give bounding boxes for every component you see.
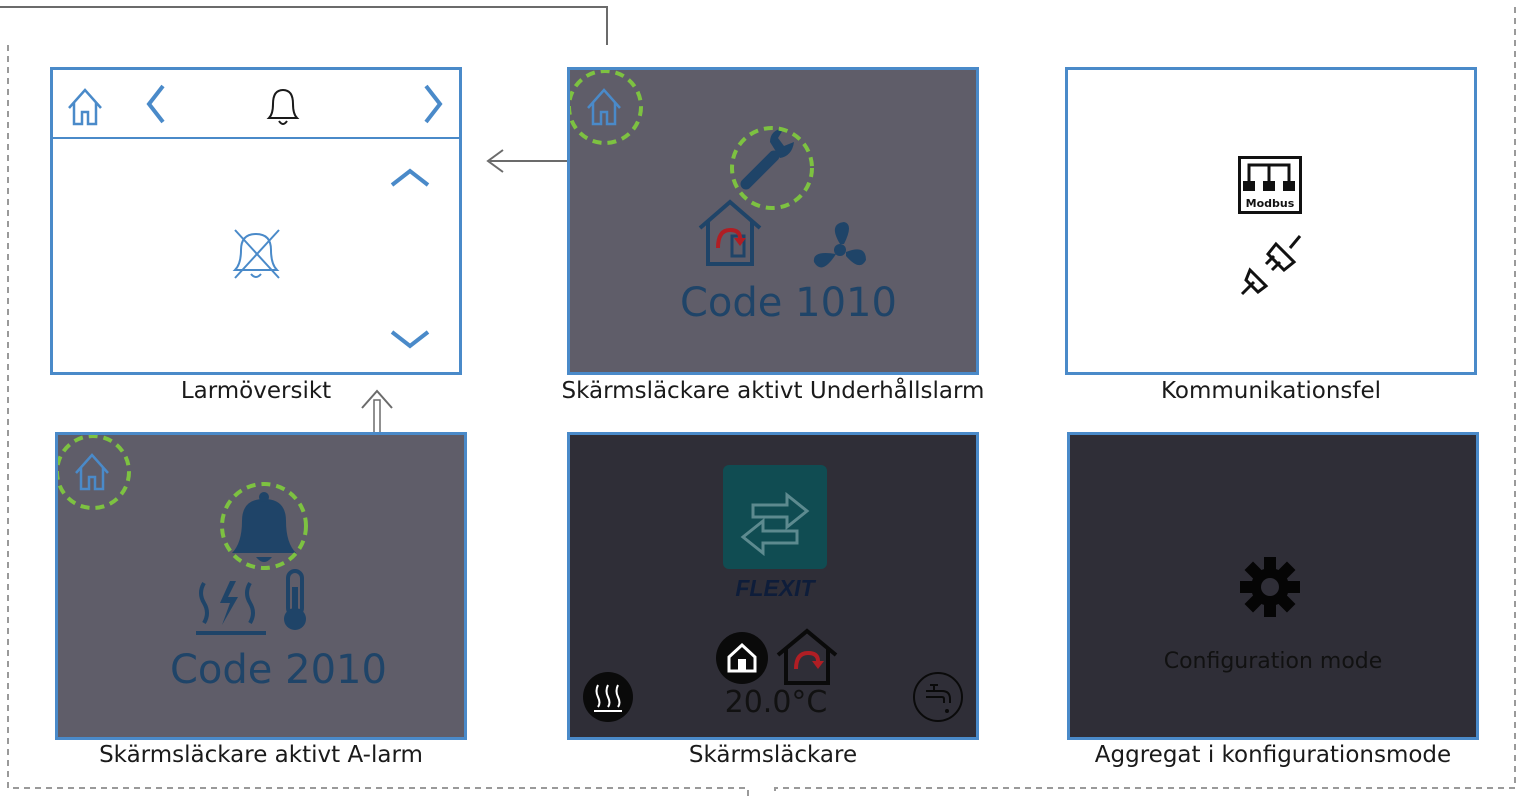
dashed-border-right bbox=[774, 7, 1516, 796]
heater-icon bbox=[196, 581, 266, 635]
gear-icon bbox=[1240, 557, 1300, 617]
service-alarm-content bbox=[570, 70, 866, 268]
disconnected-plug-icon bbox=[1240, 235, 1302, 296]
thermometer-icon bbox=[284, 569, 306, 630]
home-icon[interactable] bbox=[587, 88, 621, 126]
highlight-ring bbox=[570, 70, 643, 145]
home-icon[interactable] bbox=[68, 88, 102, 126]
screensaver-caption: Skärmsläckare bbox=[688, 742, 858, 768]
screensaver-screen[interactable]: FLEXIT 20.0°C bbox=[567, 432, 979, 740]
bell-icon bbox=[232, 492, 296, 562]
water-tap-icon[interactable] bbox=[912, 671, 964, 723]
chevron-down-icon[interactable] bbox=[390, 330, 430, 349]
a-alarm-caption: Skärmsläckare aktivt A-larm bbox=[99, 742, 423, 768]
brand-label: FLEXIT bbox=[735, 575, 815, 601]
floor-heating-icon[interactable] bbox=[582, 671, 634, 723]
config-mode-message: Configuration mode bbox=[1163, 649, 1383, 674]
temperature-readout: 20.0°C bbox=[724, 685, 828, 720]
wrench-icon bbox=[740, 128, 794, 190]
alarm-overview-caption: Larmöversikt bbox=[180, 378, 332, 404]
config-mode-screen[interactable]: Configuration mode bbox=[1067, 432, 1479, 740]
modbus-icon: Modbus bbox=[1238, 156, 1302, 214]
alarm-code: Code 2010 bbox=[170, 647, 387, 693]
highlight-ring bbox=[220, 482, 308, 570]
chevron-up-icon[interactable] bbox=[390, 168, 430, 187]
a-alarm-content bbox=[58, 435, 308, 635]
bell-icon bbox=[266, 88, 300, 125]
comm-error-caption: Kommunikationsfel bbox=[1160, 378, 1382, 404]
home-mode-icon[interactable] bbox=[715, 631, 769, 685]
config-mode-caption: Aggregat i konfigurationsmode bbox=[1094, 742, 1452, 768]
bell-muted-icon bbox=[232, 229, 280, 279]
alarm-code: Code 1010 bbox=[680, 280, 897, 326]
chevron-right-icon[interactable] bbox=[424, 84, 443, 124]
fan-icon bbox=[813, 222, 866, 268]
comm-error-screen[interactable]: Modbus bbox=[1065, 67, 1477, 375]
alarm-overview-content bbox=[53, 84, 459, 349]
modbus-label: Modbus bbox=[1245, 197, 1295, 210]
service-alarm-screen[interactable]: Code 1010 bbox=[567, 67, 979, 375]
house-return-icon bbox=[698, 199, 762, 266]
flexit-logo-icon bbox=[723, 465, 827, 569]
connector-line bbox=[0, 6, 608, 45]
highlight-ring bbox=[58, 435, 131, 510]
dashed-border-left bbox=[7, 45, 749, 796]
house-return-icon bbox=[776, 628, 838, 685]
chevron-left-icon[interactable] bbox=[146, 84, 165, 124]
home-icon[interactable] bbox=[75, 453, 109, 491]
service-alarm-caption: Skärmsläckare aktivt Underhållslarm bbox=[561, 378, 985, 404]
a-alarm-screen[interactable]: Code 2010 bbox=[55, 432, 467, 740]
highlight-ring bbox=[730, 126, 814, 210]
alarm-overview-screen[interactable] bbox=[50, 67, 462, 375]
